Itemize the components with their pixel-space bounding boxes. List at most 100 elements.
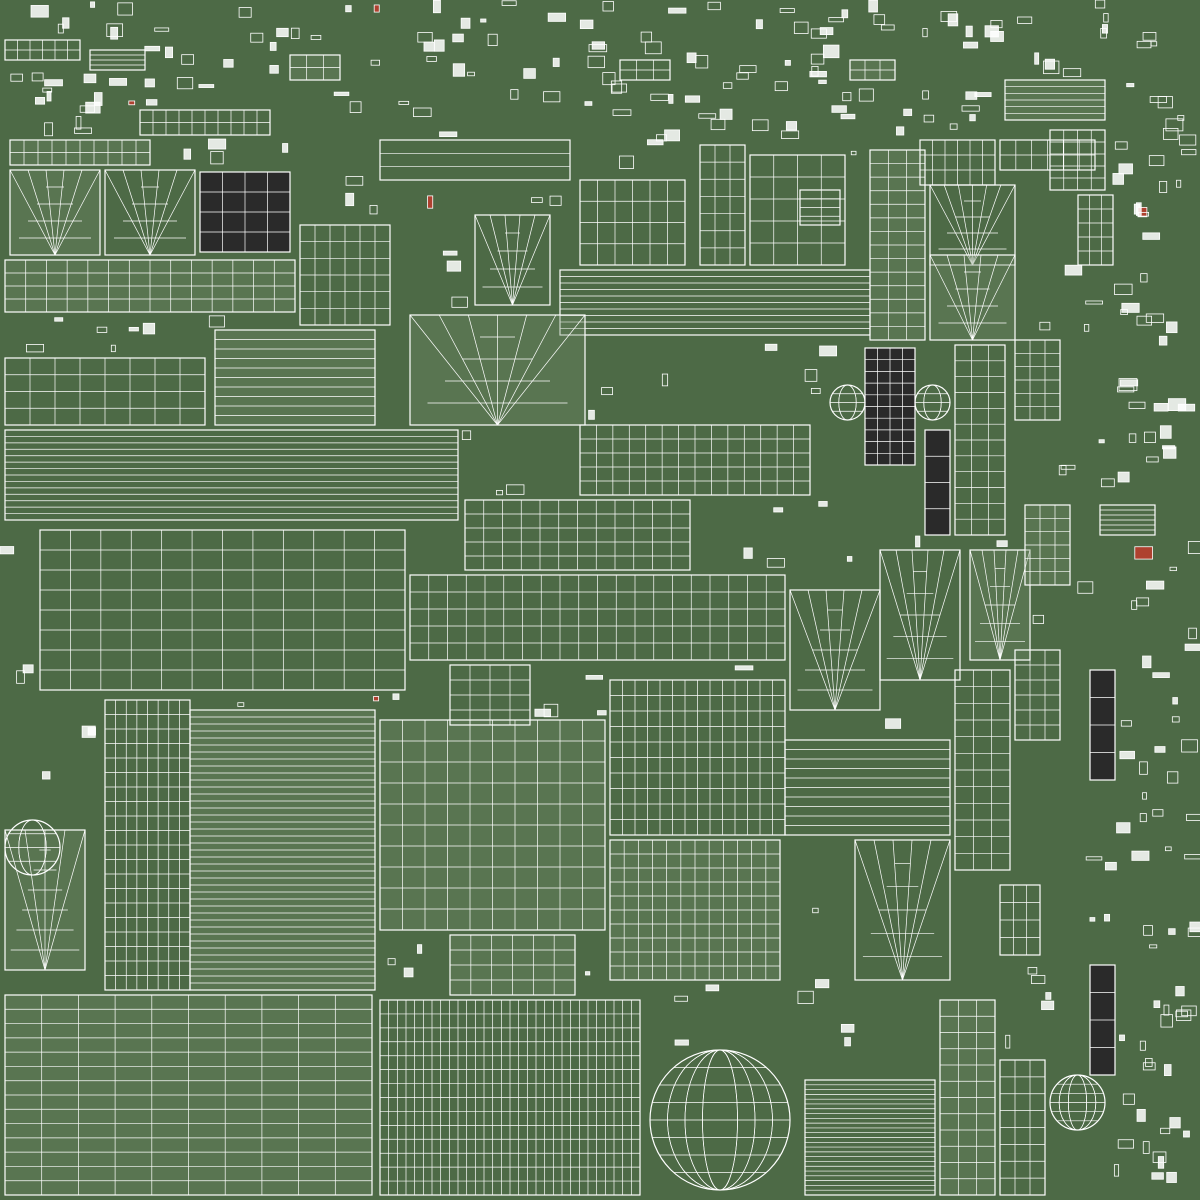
small-uv-island <box>290 27 300 39</box>
small-uv-island <box>1165 118 1184 132</box>
small-uv-island <box>1172 697 1178 705</box>
uv-island <box>869 149 926 341</box>
fan-line <box>972 184 1002 266</box>
small-uv-island <box>1169 1117 1181 1129</box>
island-border <box>9 169 101 256</box>
small-uv-island <box>710 118 726 131</box>
small-uv-island <box>1154 746 1166 753</box>
small-uv-island <box>1119 750 1135 760</box>
small-uv-island <box>373 696 380 702</box>
uv-island <box>954 344 1006 536</box>
small-uv-island <box>1142 232 1161 240</box>
uv-island <box>4 994 373 1196</box>
uv-island <box>929 184 1016 266</box>
small-uv-island <box>858 88 874 102</box>
small-uv-island <box>1157 96 1173 109</box>
small-uv-island <box>446 260 462 272</box>
small-uv-island <box>1146 580 1165 590</box>
small-uv-island <box>427 195 434 209</box>
island-border <box>699 144 746 266</box>
small-uv-island <box>1131 600 1138 610</box>
small-uv-island <box>510 89 519 100</box>
small-uv-island <box>850 150 857 156</box>
fan-line <box>438 314 498 426</box>
island-border <box>379 139 571 181</box>
small-uv-island <box>451 296 468 308</box>
uv-island <box>379 719 606 931</box>
small-uv-island <box>1159 180 1168 193</box>
small-uv-island <box>1113 1164 1120 1177</box>
small-uv-island <box>1114 141 1128 150</box>
small-uv-island <box>915 535 921 548</box>
small-uv-island <box>10 73 23 82</box>
small-uv-island <box>1139 761 1148 775</box>
small-uv-island <box>584 101 593 106</box>
small-uv-island <box>210 151 224 165</box>
fan-line <box>512 214 536 306</box>
small-uv-island <box>1139 1040 1146 1051</box>
small-uv-island <box>1164 1064 1172 1076</box>
small-uv-island <box>1142 792 1147 800</box>
small-uv-island <box>1034 52 1040 65</box>
small-uv-island <box>208 138 227 150</box>
uv-island <box>799 189 841 226</box>
uv-island <box>379 999 641 1196</box>
small-uv-island <box>923 114 935 123</box>
uv-island <box>464 499 691 571</box>
small-uv-island <box>1112 173 1124 185</box>
small-uv-island <box>496 490 503 496</box>
small-uv-island <box>810 388 821 394</box>
small-uv-island <box>1119 1034 1125 1042</box>
small-uv-island <box>698 113 717 119</box>
small-uv-island <box>674 995 688 1002</box>
small-uv-island <box>370 59 380 66</box>
small-uv-island <box>1163 1004 1170 1016</box>
small-uv-island <box>1166 1171 1177 1183</box>
small-uv-island <box>739 65 757 73</box>
small-uv-island <box>310 35 322 40</box>
small-uv-island <box>1153 1000 1161 1008</box>
small-uv-island <box>587 55 605 69</box>
small-uv-island <box>668 94 674 104</box>
small-uv-island <box>1177 115 1185 121</box>
small-uv-island <box>818 501 828 507</box>
uv-island <box>379 139 571 181</box>
small-uv-island <box>345 5 352 13</box>
small-uv-island <box>1158 335 1168 346</box>
small-uv-island <box>947 13 959 27</box>
small-uv-island <box>818 79 827 84</box>
small-uv-island <box>238 7 252 18</box>
uv-island <box>449 934 576 996</box>
small-uv-island <box>1017 16 1033 24</box>
small-uv-island <box>644 41 662 55</box>
small-uv-island <box>1119 379 1139 387</box>
uv-island <box>1014 649 1061 741</box>
small-uv-island <box>250 32 264 43</box>
small-uv-island <box>183 148 192 160</box>
uv-island <box>4 819 61 876</box>
small-uv-island <box>549 195 562 206</box>
small-uv-island <box>840 113 856 120</box>
small-uv-island <box>276 27 289 38</box>
small-uv-island <box>1089 917 1096 922</box>
fan-line <box>943 184 973 266</box>
small-uv-island <box>417 944 423 954</box>
small-uv-island <box>922 28 928 38</box>
small-uv-island <box>831 105 847 113</box>
small-uv-island <box>974 92 992 98</box>
small-uv-island <box>1062 68 1082 78</box>
small-uv-island <box>144 78 155 88</box>
fan-line <box>512 214 521 306</box>
small-uv-island <box>62 17 70 29</box>
small-uv-island <box>1177 403 1196 412</box>
fan-line <box>957 184 973 266</box>
small-uv-island <box>46 91 52 102</box>
small-uv-island <box>1083 324 1090 332</box>
small-uv-island <box>1122 1093 1135 1105</box>
small-uv-island <box>1120 720 1132 727</box>
small-uv-island <box>828 17 844 23</box>
small-uv-island <box>1077 581 1094 594</box>
uv-island <box>449 664 531 726</box>
fan-line <box>27 169 56 256</box>
small-uv-island <box>22 664 34 674</box>
